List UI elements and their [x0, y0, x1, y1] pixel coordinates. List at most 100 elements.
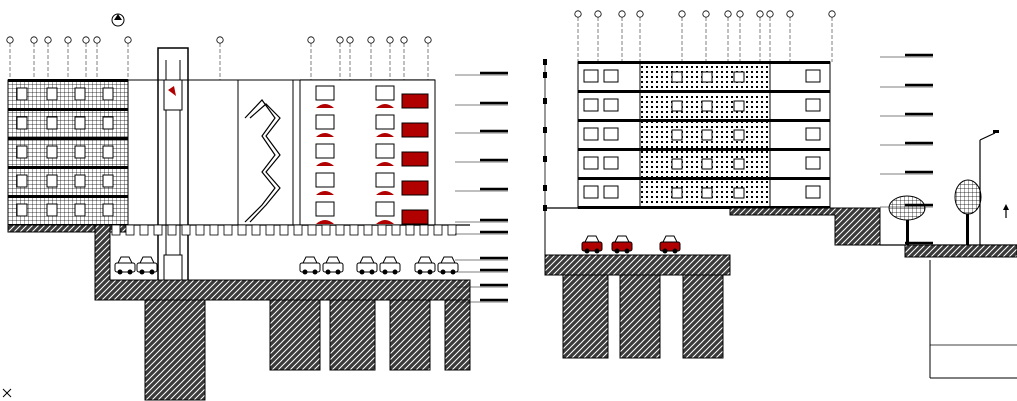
- car-icon: [659, 235, 681, 254]
- floor-slab: [8, 195, 128, 198]
- window: [805, 98, 821, 112]
- window: [375, 201, 395, 217]
- parapet-merlon: [363, 224, 373, 236]
- balcony-mark: [316, 220, 334, 224]
- grid-bubble: [618, 10, 626, 18]
- window: [74, 116, 86, 130]
- grid-bubble: [736, 10, 744, 18]
- car-icon: [114, 256, 136, 275]
- balcony-mark: [376, 133, 394, 137]
- grid-bubble: [574, 10, 582, 18]
- left-foundation-1: [144, 299, 206, 401]
- window: [375, 143, 395, 159]
- window: [733, 100, 745, 112]
- window: [375, 114, 395, 130]
- left-foundation-3: [329, 299, 376, 371]
- grid-bubble: [216, 36, 224, 44]
- window: [805, 156, 821, 170]
- window: [701, 100, 713, 112]
- grid-bubble: [30, 36, 38, 44]
- right-ground-slab: [544, 254, 731, 276]
- right-level-markers: [880, 53, 933, 246]
- grid-bubble: [307, 36, 315, 44]
- window: [583, 185, 599, 199]
- left-foundation-4: [389, 299, 431, 371]
- window: [671, 100, 683, 112]
- right-grid-axis-bubbles: [574, 10, 836, 18]
- parapet-merlon: [335, 224, 345, 236]
- balcony-mark: [401, 209, 429, 225]
- grid-bubble: [367, 36, 375, 44]
- window: [375, 85, 395, 101]
- window: [701, 129, 713, 141]
- grid-bubble: [64, 36, 72, 44]
- window: [733, 187, 745, 199]
- parapet-merlon: [209, 224, 219, 236]
- parapet-merlon: [167, 224, 177, 236]
- cross-marker-icon: [2, 388, 12, 398]
- window: [805, 127, 821, 141]
- tree-icon: [888, 195, 926, 245]
- window: [671, 129, 683, 141]
- right-windows: [583, 69, 821, 199]
- window: [583, 98, 599, 112]
- window: [603, 98, 619, 112]
- window: [733, 71, 745, 83]
- car-icon: [379, 256, 401, 275]
- parapet-merlon: [251, 224, 261, 236]
- window: [16, 174, 28, 188]
- window: [805, 185, 821, 199]
- dimension-tick: [543, 185, 547, 191]
- floor-slab: [578, 61, 830, 64]
- right-vertical-dimension-ticks: [543, 59, 547, 211]
- car-icon: [299, 256, 321, 275]
- parapet-merlon: [223, 224, 233, 236]
- dimension-tick: [543, 72, 547, 78]
- left-mid-windows: [315, 85, 429, 225]
- grid-bubble: [724, 10, 732, 18]
- dimension-tick: [543, 127, 547, 133]
- window: [603, 185, 619, 199]
- parapet-merlon: [111, 224, 121, 236]
- window: [701, 187, 713, 199]
- grid-bubble: [82, 36, 90, 44]
- left-basement-cars: [114, 256, 459, 275]
- window: [102, 174, 114, 188]
- grid-bubble: [702, 10, 710, 18]
- compass-icon: [111, 13, 125, 27]
- window: [46, 87, 58, 101]
- balcony-mark: [401, 180, 429, 196]
- parapet-merlon: [195, 224, 205, 236]
- window: [315, 143, 335, 159]
- window: [603, 156, 619, 170]
- grid-bubble: [786, 10, 794, 18]
- window: [102, 203, 114, 217]
- balcony-mark: [316, 191, 334, 195]
- right-basement-cars: [581, 235, 681, 254]
- parapet-merlon: [307, 224, 317, 236]
- floor-slab: [578, 177, 830, 180]
- window: [46, 203, 58, 217]
- parapet-merlon: [139, 224, 149, 236]
- grid-bubble: [636, 10, 644, 18]
- balcony-mark: [316, 104, 334, 108]
- window: [315, 201, 335, 217]
- grid-bubble: [756, 10, 764, 18]
- grid-bubble: [828, 10, 836, 18]
- balcony-mark: [376, 220, 394, 224]
- dimension-tick: [543, 59, 547, 65]
- parapet-merlon: [293, 224, 303, 236]
- parapet-merlon: [153, 224, 163, 236]
- left-level-markers: [455, 71, 508, 303]
- parapet-merlon: [419, 224, 429, 236]
- balcony-mark: [401, 122, 429, 138]
- window: [102, 116, 114, 130]
- grid-bubble: [678, 10, 686, 18]
- window: [46, 174, 58, 188]
- window: [46, 116, 58, 130]
- window: [583, 156, 599, 170]
- parapet-merlon: [447, 224, 457, 236]
- window: [315, 114, 335, 130]
- window: [74, 87, 86, 101]
- floor-slab: [578, 90, 830, 93]
